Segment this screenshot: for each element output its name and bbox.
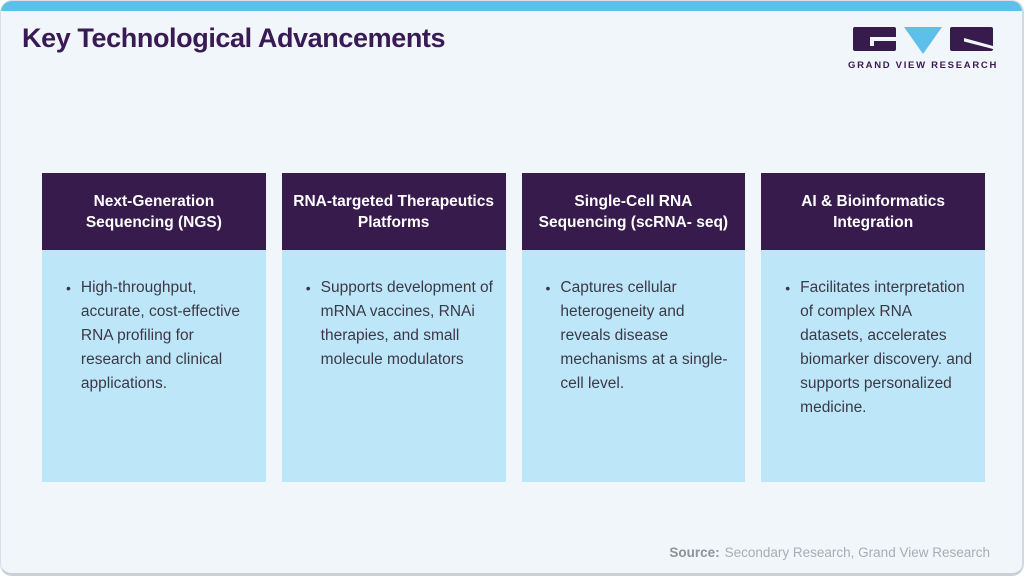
card-scrna-seq: Single-Cell RNA Sequencing (scRNA- seq) … bbox=[521, 173, 746, 482]
source-label: Source: bbox=[669, 545, 720, 560]
list-item: • Facilitates interpretation of complex … bbox=[785, 276, 973, 420]
source-text: Secondary Research, Grand View Research bbox=[724, 545, 990, 560]
card-header: RNA-targeted Therapeutics Platforms bbox=[281, 173, 506, 250]
cards-row: Next-Generation Sequencing (NGS) • High-… bbox=[42, 173, 985, 482]
card-body: • Captures cellular heterogeneity and re… bbox=[521, 250, 746, 482]
bullet-icon: • bbox=[545, 280, 551, 296]
card-body: • Facilitates interpretation of complex … bbox=[761, 250, 985, 482]
card-ngs: Next-Generation Sequencing (NGS) • High-… bbox=[42, 173, 266, 482]
top-accent-bar bbox=[1, 1, 1022, 11]
card-body-text: Captures cellular heterogeneity and reve… bbox=[560, 279, 728, 392]
card-body: • Supports development of mRNA vaccines,… bbox=[281, 250, 506, 482]
card-header: AI & Bioinformatics Integration bbox=[761, 173, 985, 250]
gvr-logo-icon bbox=[853, 27, 993, 56]
page-title: Key Technological Advancements bbox=[22, 23, 446, 53]
list-item: • Captures cellular heterogeneity and re… bbox=[546, 276, 734, 396]
gvr-logo: GRAND VIEW RESEARCH bbox=[848, 27, 999, 71]
source-line: Source: Secondary Research, Grand View Re… bbox=[669, 545, 990, 560]
list-item: • Supports development of mRNA vaccines,… bbox=[306, 276, 494, 372]
card-body-text: High-throughput, accurate, cost-effectiv… bbox=[80, 279, 241, 392]
card-body-text: Facilitates interpretation of complex RN… bbox=[800, 279, 973, 416]
card-ai-bioinformatics: AI & Bioinformatics Integration • Facili… bbox=[761, 173, 985, 482]
card-rna-therapeutics: RNA-targeted Therapeutics Platforms • Su… bbox=[281, 173, 506, 482]
card-body: • High-throughput, accurate, cost-effect… bbox=[42, 250, 266, 482]
card-header: Single-Cell RNA Sequencing (scRNA- seq) bbox=[521, 173, 746, 250]
bullet-icon: • bbox=[785, 280, 791, 296]
list-item: • High-throughput, accurate, cost-effect… bbox=[66, 276, 254, 396]
card-body-text: Supports development of mRNA vaccines, R… bbox=[320, 279, 493, 368]
bullet-icon: • bbox=[66, 280, 71, 296]
card-header: Next-Generation Sequencing (NGS) bbox=[42, 173, 266, 250]
gvr-logo-wordmark: GRAND VIEW RESEARCH bbox=[848, 60, 999, 71]
bullet-icon: • bbox=[305, 280, 311, 296]
